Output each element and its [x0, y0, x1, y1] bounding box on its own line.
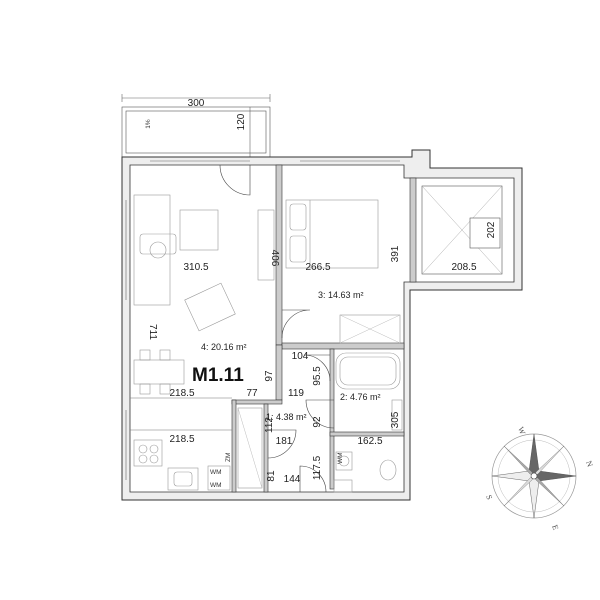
dim-hall-g: 112: [264, 417, 275, 433]
dim-living-width: 310.5: [183, 262, 208, 273]
dim-living-lower-width: 218.5: [169, 388, 194, 399]
room-label-hall: 1: 4.38 m²: [266, 412, 307, 422]
dim-balcony-width: 300: [188, 98, 205, 109]
dim-bedroom-height: 391: [390, 245, 401, 262]
dim-hall-f: 92: [312, 416, 323, 428]
living-room-furniture: [130, 194, 275, 491]
compass-east: E: [550, 524, 560, 532]
dim-hall-e: 95.5: [312, 366, 323, 386]
washing-machine-label-1: WM: [210, 469, 222, 476]
dim-hall-b: 97: [264, 370, 275, 382]
doors: [219, 164, 335, 493]
compass-north: N: [584, 460, 595, 469]
dim-balcony-depth: 120: [236, 113, 247, 130]
dim-kitchen-width: 218.5: [169, 434, 194, 445]
room-label-bedroom: 3: 14.63 m²: [318, 290, 364, 300]
dim-living-height: 711: [147, 324, 158, 340]
dim-bath-height: 305: [390, 411, 401, 428]
bedroom-furniture: [285, 199, 401, 344]
closets: [237, 407, 353, 493]
boiler-label: ZM: [225, 453, 232, 462]
dim-bedroom-width: 266.5: [305, 262, 330, 273]
dim-bath-width: 162.5: [357, 436, 382, 447]
dim-hall-c: 77: [246, 388, 258, 399]
unit-label: M1.11: [192, 365, 244, 386]
room-label-living: 4: 20.16 m²: [201, 342, 247, 352]
bath-wm-label: WM: [337, 452, 344, 464]
dim-closet-a: 117.5: [312, 455, 323, 480]
compass-south: S: [484, 494, 494, 501]
dim-hall-a: 104: [292, 351, 309, 362]
dim-closet-c: 144: [284, 474, 301, 485]
washing-machine-label-2: WM: [210, 482, 222, 489]
room-label-bathroom: 2: 4.76 m²: [340, 392, 381, 402]
dim-terrace-width: 208.5: [451, 262, 476, 273]
dim-hall-d: 119: [288, 388, 304, 399]
dim-hall-h: 181: [276, 436, 293, 447]
dim-bedroom-wall: 406: [269, 250, 280, 267]
compass-rose: [491, 433, 577, 519]
dim-closet-b: 81: [266, 470, 277, 482]
terrace: [421, 185, 503, 275]
compass-west: W: [516, 426, 527, 437]
outer-walls: [121, 149, 523, 501]
dim-terrace-height: 202: [486, 221, 497, 238]
bathroom-fixtures: [335, 352, 403, 481]
balcony-slope-note: 1%: [145, 119, 152, 129]
